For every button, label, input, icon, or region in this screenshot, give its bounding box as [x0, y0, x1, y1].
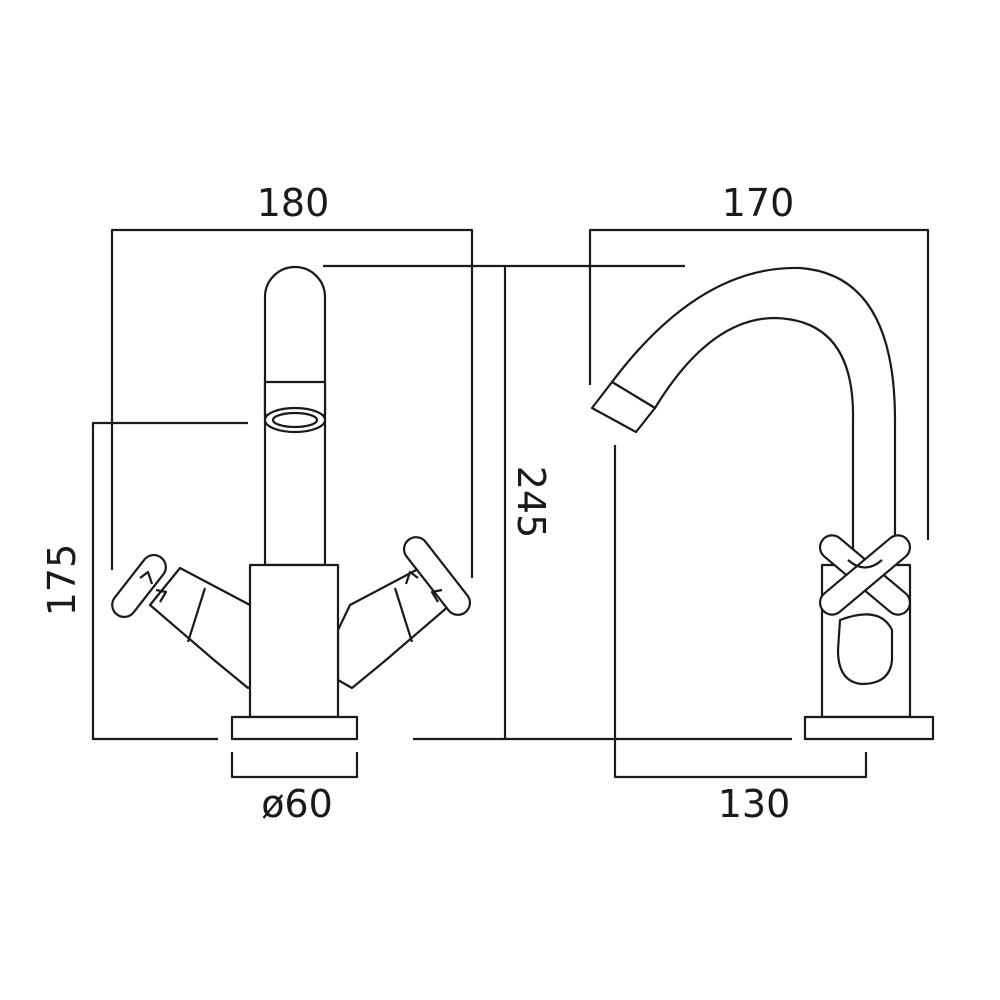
front-left-handle: [111, 553, 264, 690]
side-view: [590, 266, 935, 741]
dim-spout-reach: 130: [718, 782, 791, 826]
dim-base-diameter: ø60: [261, 782, 333, 826]
side-lever: [836, 613, 894, 686]
dim-side-width: 170: [722, 181, 795, 225]
front-view: [111, 265, 472, 741]
side-base: [803, 715, 935, 741]
side-cross-handle: [818, 534, 912, 616]
dimension-lines: [91, 228, 930, 779]
dim-overall-height: 245: [509, 466, 553, 539]
side-aerator: [590, 380, 657, 434]
front-aerator: [263, 380, 327, 417]
front-right-handle: [336, 536, 472, 690]
front-base: [230, 715, 359, 741]
dim-front-width: 180: [257, 181, 330, 225]
dim-handle-height: 175: [40, 544, 84, 617]
front-body: [248, 563, 340, 719]
side-spout: [610, 266, 897, 572]
